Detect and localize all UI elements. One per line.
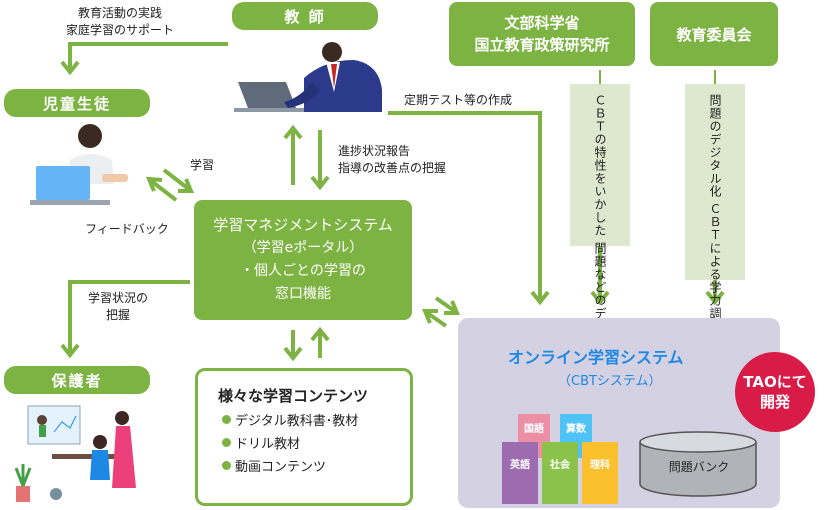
arrow-lms-to-guardian <box>68 280 190 353</box>
book-eigo: 英語 <box>502 442 538 504</box>
mext-note-line1: ＣＢＴの特性をいかした <box>593 94 607 237</box>
arrow-student-to-lms <box>162 168 192 192</box>
mext-note-strip: ＣＢＴの特性をいかした 問題などのデジタル化 <box>570 84 630 372</box>
system-sub: （CBTシステム） <box>558 374 662 389</box>
arrow-test-creation <box>388 111 542 300</box>
arrow-lms-to-student <box>148 178 178 202</box>
board-node: 教育委員会 <box>650 2 778 66</box>
arrow-lms-to-guardian-head <box>60 343 80 359</box>
label-status: 学習状況の 把握 <box>88 291 149 322</box>
contents-title: 様々な学習コンテンツ <box>218 387 369 405</box>
student-node: 児童生徒 <box>4 89 150 117</box>
book-rika: 理科 <box>582 442 618 504</box>
board-note-line1: 問題のデジタル化 <box>708 94 722 198</box>
question-bank-label: 問題バンク <box>668 460 730 474</box>
arrow-system-to-lms <box>424 310 448 328</box>
arrow-board-to-system-head <box>705 290 725 306</box>
mext-node: 文部科学省 国立教育政策研究所 <box>449 2 635 66</box>
lms-node: 学習マネジメントシステム （学習eポータル） ・個人ごとの学習の 窓口機能 <box>194 200 412 320</box>
label-learning: 学習 <box>190 158 215 172</box>
student-illustration <box>30 124 128 205</box>
label-feedback: フィードバック <box>85 222 169 236</box>
arrow-student-to-lms-head <box>178 178 194 193</box>
teacher-illustration <box>234 42 382 112</box>
tao-badge: TAOにて 開発 <box>735 352 815 432</box>
arrow-lms-to-teacher-head <box>283 124 303 140</box>
guardian-illustration <box>14 405 136 502</box>
board-note-strip: 問題のデジタル化 ＣＢＴによる学力調査等の実施 <box>685 84 745 385</box>
arrow-lms-to-system-head <box>444 300 460 315</box>
teacher-node: 教 師 <box>232 2 378 30</box>
label-progress: 進捗状況報告 指導の改善点の把握 <box>338 144 447 175</box>
arrow-test-creation-head <box>530 290 550 306</box>
arrow-contents-to-lms-head <box>310 326 330 342</box>
arrow-teacher-to-student <box>68 42 228 70</box>
book-shakai: 社会 <box>542 442 578 504</box>
arrow-lms-to-system <box>434 296 458 314</box>
online-system-node: オンライン学習システム （CBTシステム） 国語 算数 英語 社会 理科 問題バ… <box>458 318 780 508</box>
contents-item: デジタル教科書･教材 <box>222 410 410 429</box>
arrow-lms-to-student-head <box>145 176 163 192</box>
system-title: オンライン学習システム <box>508 348 684 367</box>
arrow-teacher-to-lms-head <box>310 175 330 191</box>
arrow-lms-to-contents-head <box>283 346 303 362</box>
contents-item: 動画コンテンツ <box>222 456 410 475</box>
arrow-mext-to-system-head <box>590 290 610 306</box>
label-teacher-to-student: 教育活動の実践 家庭学習のサポート <box>66 6 175 37</box>
guardian-node: 保護者 <box>4 366 150 394</box>
label-test-creation: 定期テスト等の作成 <box>404 93 513 107</box>
contents-item: ドリル教材 <box>222 433 410 452</box>
arrow-teacher-to-student-head <box>60 60 80 76</box>
question-bank-icon <box>639 431 757 497</box>
contents-node: 様々な学習コンテンツ デジタル教科書･教材 ドリル教材 動画コンテンツ <box>195 368 413 506</box>
arrow-system-to-lms-head <box>422 309 438 324</box>
